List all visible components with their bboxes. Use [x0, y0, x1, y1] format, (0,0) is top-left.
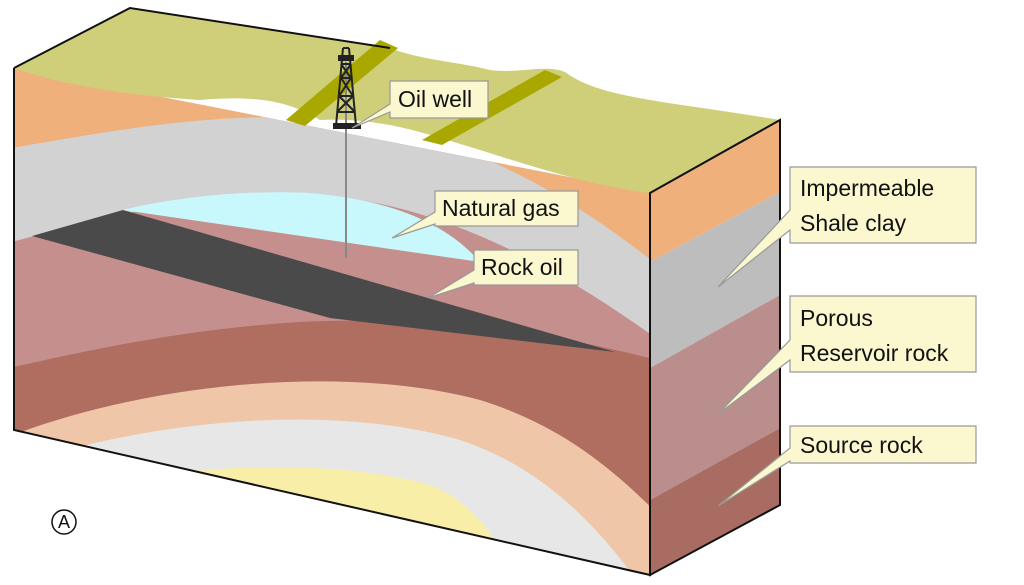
callout-rock-oil: Rock oil	[427, 249, 579, 299]
label-oil-well: Oil well	[398, 86, 472, 112]
rock-oil-layer	[32, 210, 615, 352]
side-reservoir	[650, 295, 780, 500]
surface-road-1	[286, 40, 398, 126]
callout-source-rock: Source rock	[717, 425, 977, 507]
surface-road-2	[422, 70, 562, 145]
badge-letter: A	[58, 512, 70, 532]
callout-porous: Porous Reservoir rock	[717, 295, 977, 415]
annotation-badge: A	[51, 509, 77, 535]
oil-well-derrick	[333, 47, 361, 258]
side-source	[650, 428, 780, 575]
label-porous-line1: Porous	[800, 305, 873, 331]
label-rock-oil: Rock oil	[481, 254, 563, 280]
callout-oil-well: Oil well	[351, 80, 489, 129]
callout-natural-gas: Natural gas	[391, 190, 579, 239]
callout-impermeable: Impermeable Shale clay	[717, 166, 977, 288]
label-natural-gas: Natural gas	[442, 195, 560, 221]
side-topsoil	[650, 120, 780, 262]
side-face	[650, 120, 780, 575]
side-shale	[650, 192, 780, 368]
label-impermeable-line2: Shale clay	[800, 210, 907, 236]
block-outline	[13, 6, 781, 577]
label-porous-line2: Reservoir rock	[800, 340, 949, 366]
label-source-rock: Source rock	[800, 432, 923, 458]
natural-gas-layer	[123, 192, 480, 262]
label-impermeable-line1: Impermeable	[800, 175, 934, 201]
